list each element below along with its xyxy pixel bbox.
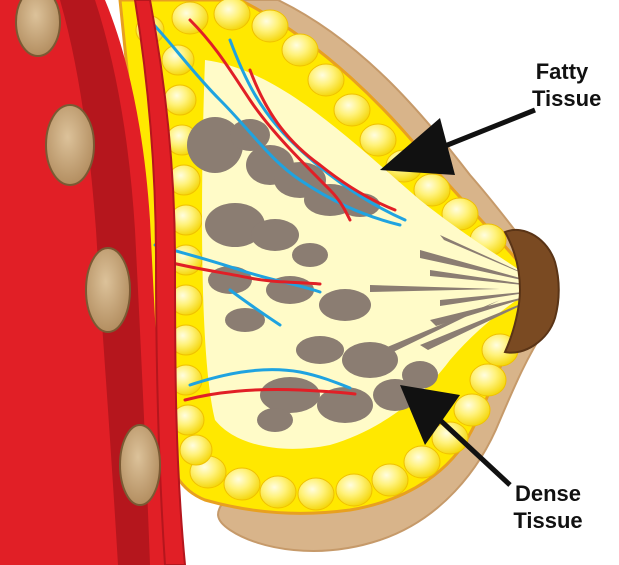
dense-tissue-label-line2: Tissue (513, 507, 583, 534)
dense-tissue-label-line1: Dense (513, 480, 583, 507)
fatty-tissue-label-line2: Tissue (532, 85, 592, 112)
dense-tissue-label: Dense Tissue (513, 480, 583, 534)
fatty-tissue-label-line1: Fatty (532, 58, 592, 85)
fatty-tissue-label: Fatty Tissue (532, 58, 592, 112)
